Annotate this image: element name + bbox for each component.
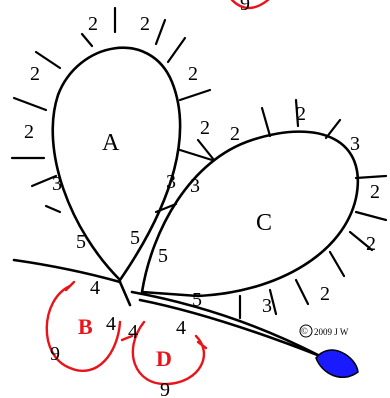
label-b-four-top: 4 <box>90 277 100 299</box>
tick-c-2 <box>294 98 300 128</box>
tick-b-1 <box>64 280 76 292</box>
region-c-curve <box>140 130 359 298</box>
copyright-mark: © 2009 J W <box>299 324 349 338</box>
tick-c-3 <box>324 118 342 140</box>
top-partial-loop <box>230 0 270 10</box>
label-c-right-two-lower: 2 <box>366 233 376 255</box>
tick-b-2 <box>120 334 134 342</box>
label-b-nine: 9 <box>50 343 60 365</box>
label-a-left-lower: 2 <box>24 121 34 143</box>
label-c-left-two: 2 <box>230 123 240 145</box>
region-b-curve <box>45 284 122 372</box>
tick-a-7 <box>178 88 212 102</box>
region-c-label: C <box>256 210 272 236</box>
tick-a-9 <box>178 148 214 162</box>
label-c-bottom-five: 5 <box>192 289 202 311</box>
label-a-right-upper: 2 <box>188 63 198 85</box>
region-a-curve <box>51 46 182 282</box>
label-c-left-three: 3 <box>190 175 200 197</box>
tick-a-4 <box>34 50 62 70</box>
region-d-curve <box>131 320 206 386</box>
tick-d-1 <box>196 340 208 350</box>
leaf-shape <box>315 349 359 378</box>
label-a-top-left: 2 <box>88 13 98 35</box>
region-b-label: B <box>78 314 93 339</box>
tick-c-9 <box>268 288 278 316</box>
label-b-four-right: 4 <box>106 313 116 335</box>
copyright-text: 2009 J W <box>314 327 349 337</box>
tick-c-1 <box>260 106 272 138</box>
label-a-left-three: 3 <box>52 173 62 195</box>
label-a-five-right: 5 <box>130 227 140 249</box>
tick-c-11 <box>154 202 178 214</box>
tick-c-7 <box>328 250 346 278</box>
label-c-right-three: 3 <box>350 133 360 155</box>
center-stem <box>118 280 132 307</box>
tick-a-12 <box>196 138 216 162</box>
label-d-four-right: 4 <box>176 317 186 339</box>
tick-c-5 <box>354 210 388 222</box>
label-a-five-left: 5 <box>76 231 86 253</box>
right-stem <box>130 290 320 357</box>
tick-a-3 <box>154 18 167 46</box>
tick-a-2 <box>80 32 94 48</box>
left-stem <box>12 258 122 284</box>
label-c-bottom-three: 3 <box>262 295 272 317</box>
region-d-label: D <box>156 346 172 371</box>
label-d-four-left: 4 <box>128 321 138 343</box>
label-a-right-three: 3 <box>166 171 176 193</box>
tick-c-6 <box>348 230 374 252</box>
label-d-nine: 9 <box>160 379 170 398</box>
label-a-top-right: 2 <box>140 13 150 35</box>
tick-a-6 <box>12 96 48 112</box>
label-c-bottom-two: 2 <box>320 283 330 305</box>
leaf-stem <box>138 298 322 358</box>
tick-c-4 <box>354 174 388 180</box>
label-c-left-five: 5 <box>158 245 168 267</box>
tick-a-5 <box>166 36 187 64</box>
tick-c-8 <box>294 278 310 306</box>
label-c-right-two-upper: 2 <box>370 181 380 203</box>
label-top-partial: 9 <box>240 0 250 15</box>
region-a-label: A <box>102 130 120 156</box>
label-c-top-two: 2 <box>296 103 306 125</box>
copyright-symbol: © <box>301 326 308 336</box>
label-a-right-lower: 2 <box>200 117 210 139</box>
tick-a-10 <box>30 174 58 188</box>
copyright-circle-icon <box>299 324 313 338</box>
label-a-left-upper: 2 <box>30 63 40 85</box>
tick-a-11 <box>44 204 62 214</box>
